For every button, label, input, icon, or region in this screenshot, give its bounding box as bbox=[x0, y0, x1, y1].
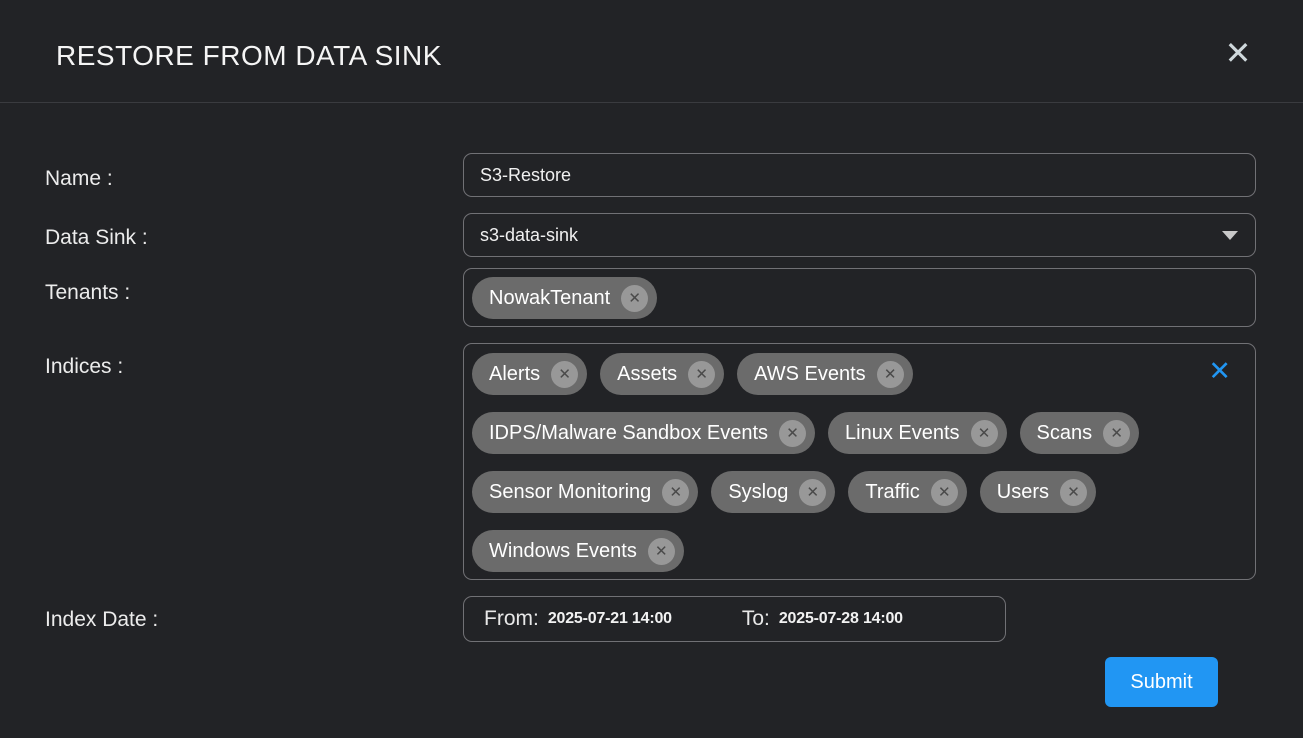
index-chip: Traffic ✕ bbox=[848, 471, 967, 513]
chip-remove-icon[interactable]: ✕ bbox=[662, 478, 690, 506]
chevron-down-icon bbox=[1222, 231, 1238, 240]
indices-chip-list: Alerts ✕ Assets ✕ AWS Events ✕ IDPS/Malw… bbox=[472, 353, 1195, 572]
index-chip: Alerts ✕ bbox=[472, 353, 588, 395]
index-chip-label: Assets bbox=[617, 362, 678, 385]
date-to-label: To: bbox=[741, 607, 770, 630]
chip-remove-icon[interactable]: ✕ bbox=[688, 360, 716, 388]
chip-remove-icon[interactable]: ✕ bbox=[1103, 419, 1131, 447]
index-chip-label: Linux Events bbox=[845, 421, 960, 444]
index-chip-label: Syslog bbox=[728, 480, 789, 503]
indices-label: Indices : bbox=[45, 355, 124, 378]
indices-field[interactable]: Alerts ✕ Assets ✕ AWS Events ✕ IDPS/Malw… bbox=[463, 343, 1256, 580]
index-chip: Linux Events ✕ bbox=[828, 412, 1007, 454]
tenant-chip-label: NowakTenant bbox=[489, 286, 611, 309]
date-from-value[interactable]: 2025-07-21 14:00 bbox=[547, 610, 672, 627]
tenants-field[interactable]: NowakTenant ✕ bbox=[463, 268, 1256, 327]
index-chip: Assets ✕ bbox=[600, 353, 725, 395]
chip-remove-icon[interactable]: ✕ bbox=[779, 419, 807, 447]
submit-button[interactable]: Submit bbox=[1105, 657, 1218, 707]
data-sink-selected-value: s3-data-sink bbox=[480, 224, 579, 245]
chip-remove-icon[interactable]: ✕ bbox=[621, 284, 649, 312]
data-sink-select[interactable]: s3-data-sink bbox=[463, 213, 1256, 257]
date-from-label: From: bbox=[484, 607, 539, 630]
chip-remove-icon[interactable]: ✕ bbox=[799, 478, 827, 506]
index-chip: Windows Events ✕ bbox=[472, 530, 684, 572]
index-chip: IDPS/Malware Sandbox Events ✕ bbox=[472, 412, 816, 454]
index-chip-label: IDPS/Malware Sandbox Events bbox=[489, 421, 769, 444]
index-date-label: Index Date : bbox=[45, 608, 159, 631]
index-chip: Syslog ✕ bbox=[711, 471, 836, 513]
index-chip-label: Scans bbox=[1036, 421, 1093, 444]
clear-all-indices-icon[interactable]: ✕ bbox=[1208, 356, 1231, 386]
index-chip-label: Sensor Monitoring bbox=[489, 480, 652, 503]
chip-remove-icon[interactable]: ✕ bbox=[647, 537, 675, 565]
tenants-chip-list: NowakTenant ✕ bbox=[472, 277, 658, 319]
chip-remove-icon[interactable]: ✕ bbox=[876, 360, 904, 388]
data-sink-label: Data Sink : bbox=[45, 226, 148, 249]
index-chip: Users ✕ bbox=[979, 471, 1097, 513]
date-to-value[interactable]: 2025-07-28 14:00 bbox=[778, 610, 903, 627]
close-icon[interactable]: ✕ bbox=[1224, 35, 1252, 71]
index-chip: AWS Events ✕ bbox=[737, 353, 913, 395]
chip-remove-icon[interactable]: ✕ bbox=[970, 419, 998, 447]
name-input[interactable] bbox=[463, 153, 1256, 197]
chip-remove-icon[interactable]: ✕ bbox=[1060, 478, 1088, 506]
tenants-label: Tenants : bbox=[45, 281, 131, 304]
index-date-field: From: 2025-07-21 14:00 To: 2025-07-28 14… bbox=[463, 596, 1006, 642]
modal-header: RESTORE FROM DATA SINK ✕ bbox=[0, 0, 1303, 103]
index-chip: Scans ✕ bbox=[1019, 412, 1140, 454]
tenant-chip: NowakTenant ✕ bbox=[472, 277, 658, 319]
index-chip-label: Traffic bbox=[865, 480, 920, 503]
index-chip: Sensor Monitoring ✕ bbox=[472, 471, 699, 513]
index-chip-label: Alerts bbox=[489, 362, 541, 385]
chip-remove-icon[interactable]: ✕ bbox=[930, 478, 958, 506]
name-label: Name : bbox=[45, 167, 113, 190]
chip-remove-icon[interactable]: ✕ bbox=[551, 360, 579, 388]
index-chip-label: Windows Events bbox=[489, 539, 637, 562]
modal-title: RESTORE FROM DATA SINK bbox=[56, 40, 442, 71]
index-chip-label: AWS Events bbox=[754, 362, 866, 385]
index-chip-label: Users bbox=[996, 480, 1050, 503]
